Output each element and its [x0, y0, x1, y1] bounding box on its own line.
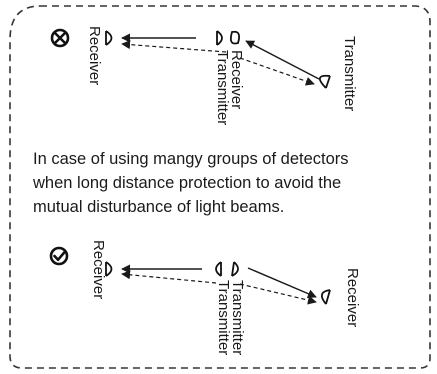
middle-transmitter-symbol — [229, 30, 241, 45]
stray-beam-to-left — [121, 40, 227, 53]
right-receiver-label: Receiver — [344, 268, 361, 327]
check-circle-icon — [49, 246, 69, 266]
stray-beam-to-right — [239, 283, 317, 305]
note-line: mutual disturbance of light beams. — [33, 198, 284, 216]
incorrect-arrangement: Receiver Receiver Transmitter Transmitte… — [50, 26, 358, 125]
note-line: In case of using mangy groups of detecto… — [33, 150, 349, 168]
left-receiver-label: Receiver — [86, 26, 103, 85]
beam-right-to-middle — [245, 40, 320, 80]
middle-transmitter-label-upper: Transmitter — [229, 280, 246, 355]
middle-transmitter-label-lower: Transmitter — [215, 280, 232, 355]
note-line: when long distance protection to avoid t… — [32, 174, 341, 192]
beam-middle-to-right — [247, 267, 317, 298]
left-receiver-label: Receiver — [90, 240, 107, 299]
middle-receiver-symbol — [215, 261, 222, 277]
note-text: In case of using mangy groups of detecto… — [32, 150, 349, 216]
middle-receiver-label: Receiver — [228, 50, 245, 109]
right-receiver-symbol — [320, 289, 331, 305]
correct-arrangement: Receiver Transmitter Transmitter Receive… — [49, 240, 361, 355]
left-receiver-symbol — [105, 30, 113, 46]
middle-receiver-symbol — [216, 30, 223, 46]
stray-beam-to-right — [239, 57, 315, 86]
stray-beam-to-left — [121, 270, 217, 284]
dashed-frame — [9, 5, 431, 369]
middle-transmitter-symbol — [231, 261, 239, 277]
right-transmitter-label: Transmitter — [341, 36, 358, 111]
middle-transmitter-label: Transmitter — [214, 50, 231, 125]
cross-circle-icon — [50, 28, 70, 48]
right-transmitter-symbol — [319, 74, 331, 89]
left-receiver-symbol — [105, 261, 113, 277]
